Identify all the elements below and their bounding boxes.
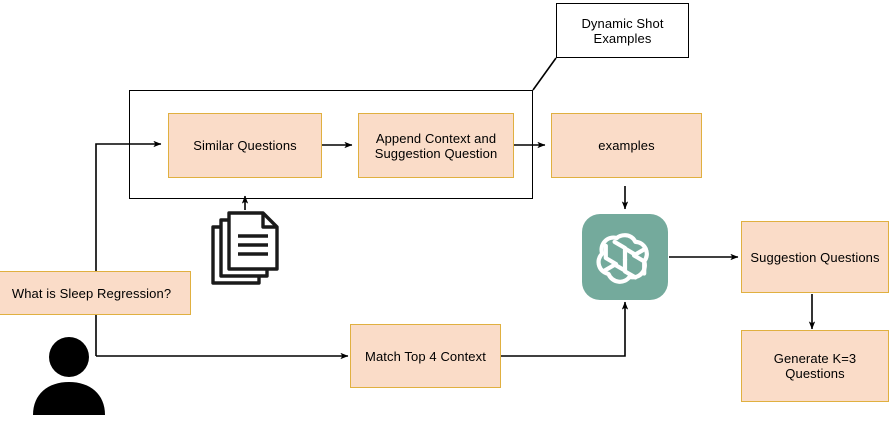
node-dynamic-shot-examples[interactable]: Dynamic Shot Examples (556, 3, 689, 58)
node-append-context[interactable]: Append Context and Suggestion Question (358, 113, 514, 178)
node-match-context-label: Match Top 4 Context (365, 348, 486, 364)
node-user-question-label: What is Sleep Regression? (11, 285, 172, 301)
node-dynamic-shot-examples-label: Dynamic Shot Examples (581, 15, 664, 46)
documents-stack-icon (207, 207, 289, 294)
node-generate-questions-label: Generate K=3 Questions (773, 351, 857, 381)
node-examples-label: examples (598, 138, 655, 153)
edge-dynamic-shot-callout (532, 57, 557, 91)
node-similar-questions-label: Similar Questions (193, 138, 297, 153)
node-user-question[interactable]: What is Sleep Regression? (0, 271, 191, 315)
chatgpt-logo-icon (582, 214, 668, 300)
node-examples[interactable]: examples (551, 113, 702, 178)
edge-match-context-to-chatgpt (501, 301, 629, 357)
node-suggestion-questions-label: Suggestion Questions (750, 249, 880, 265)
node-append-context-label: Append Context and Suggestion Question (374, 130, 498, 161)
node-match-context[interactable]: Match Top 4 Context (350, 324, 501, 388)
node-similar-questions[interactable]: Similar Questions (168, 113, 322, 178)
user-person-icon (30, 335, 108, 420)
dynamic-shot-group-container (129, 90, 533, 199)
node-generate-questions[interactable]: Generate K=3 Questions (741, 330, 889, 402)
node-suggestion-questions[interactable]: Suggestion Questions (741, 221, 889, 293)
